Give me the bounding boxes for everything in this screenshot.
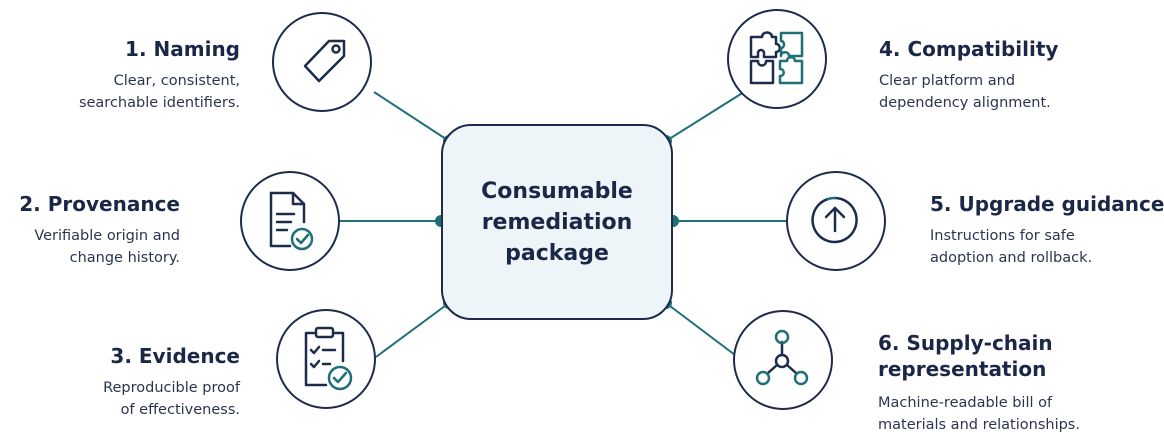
item-title: 5. Upgrade guidance (930, 192, 1164, 216)
item-supply-chain: 6. Supply-chain representation Machine-r… (878, 330, 1080, 436)
item-title: 3. Evidence (110, 344, 240, 368)
item-upgrade-guidance: 5. Upgrade guidance Instructions for saf… (930, 191, 1164, 269)
item-naming: 1. Naming Clear, consistent, searchable … (79, 36, 240, 114)
item-description-line: change history. (69, 250, 180, 266)
item-description: Clear platform and dependency alignment. (879, 70, 1058, 114)
item-description-line: Verifiable origin and (34, 228, 180, 244)
item-description-line: dependency alignment. (879, 95, 1051, 111)
document-check-icon (240, 171, 340, 271)
center-node: Consumable remediation package (441, 124, 673, 320)
center-title-line: Consumable (481, 178, 633, 204)
tag-icon (272, 12, 372, 112)
network-nodes-icon (733, 310, 833, 410)
item-description-line: Machine-readable bill of (878, 395, 1053, 411)
item-description-line: materials and relationships. (878, 417, 1080, 433)
item-description-line: of effectiveness. (120, 402, 240, 418)
item-evidence: 3. Evidence Reproducible proof of effect… (103, 343, 240, 421)
puzzle-icon (727, 9, 827, 109)
item-provenance: 2. Provenance Verifiable origin and chan… (19, 191, 180, 269)
item-title: 1. Naming (125, 37, 240, 61)
item-compatibility: 4. Compatibility Clear platform and depe… (879, 36, 1058, 114)
connector-compatibility (665, 91, 745, 142)
item-description-line: Clear, consistent, (113, 73, 240, 89)
item-description: Instructions for safe adoption and rollb… (930, 225, 1164, 269)
item-description: Verifiable origin and change history. (19, 225, 180, 269)
connector-evidence (375, 302, 450, 358)
item-description-line: searchable identifiers. (78, 95, 240, 111)
item-description-line: Instructions for safe (930, 228, 1075, 244)
arrow-up-circle-icon (786, 171, 886, 271)
item-description: Clear, consistent, searchable identifier… (79, 70, 240, 114)
item-title: 4. Compatibility (879, 37, 1059, 61)
center-title-line: remediation (481, 209, 633, 235)
connector-naming (373, 91, 450, 142)
center-title: Consumable remediation package (467, 176, 647, 269)
connector-supply-chain (665, 302, 740, 359)
item-description-line: adoption and rollback. (930, 250, 1093, 266)
item-description-line: Reproducible proof (103, 380, 240, 396)
item-description: Reproducible proof of effectiveness. (103, 377, 240, 421)
item-title: 2. Provenance (19, 192, 180, 216)
item-title: 6. Supply-chain representation (878, 330, 1080, 382)
item-title-line: representation (878, 357, 1047, 381)
clipboard-check-icon (276, 309, 376, 409)
item-title-line: 6. Supply-chain (878, 331, 1053, 355)
center-title-line: package (505, 240, 609, 266)
item-description-line: Clear platform and (879, 73, 1016, 89)
item-description: Machine-readable bill of materials and r… (878, 392, 1080, 436)
